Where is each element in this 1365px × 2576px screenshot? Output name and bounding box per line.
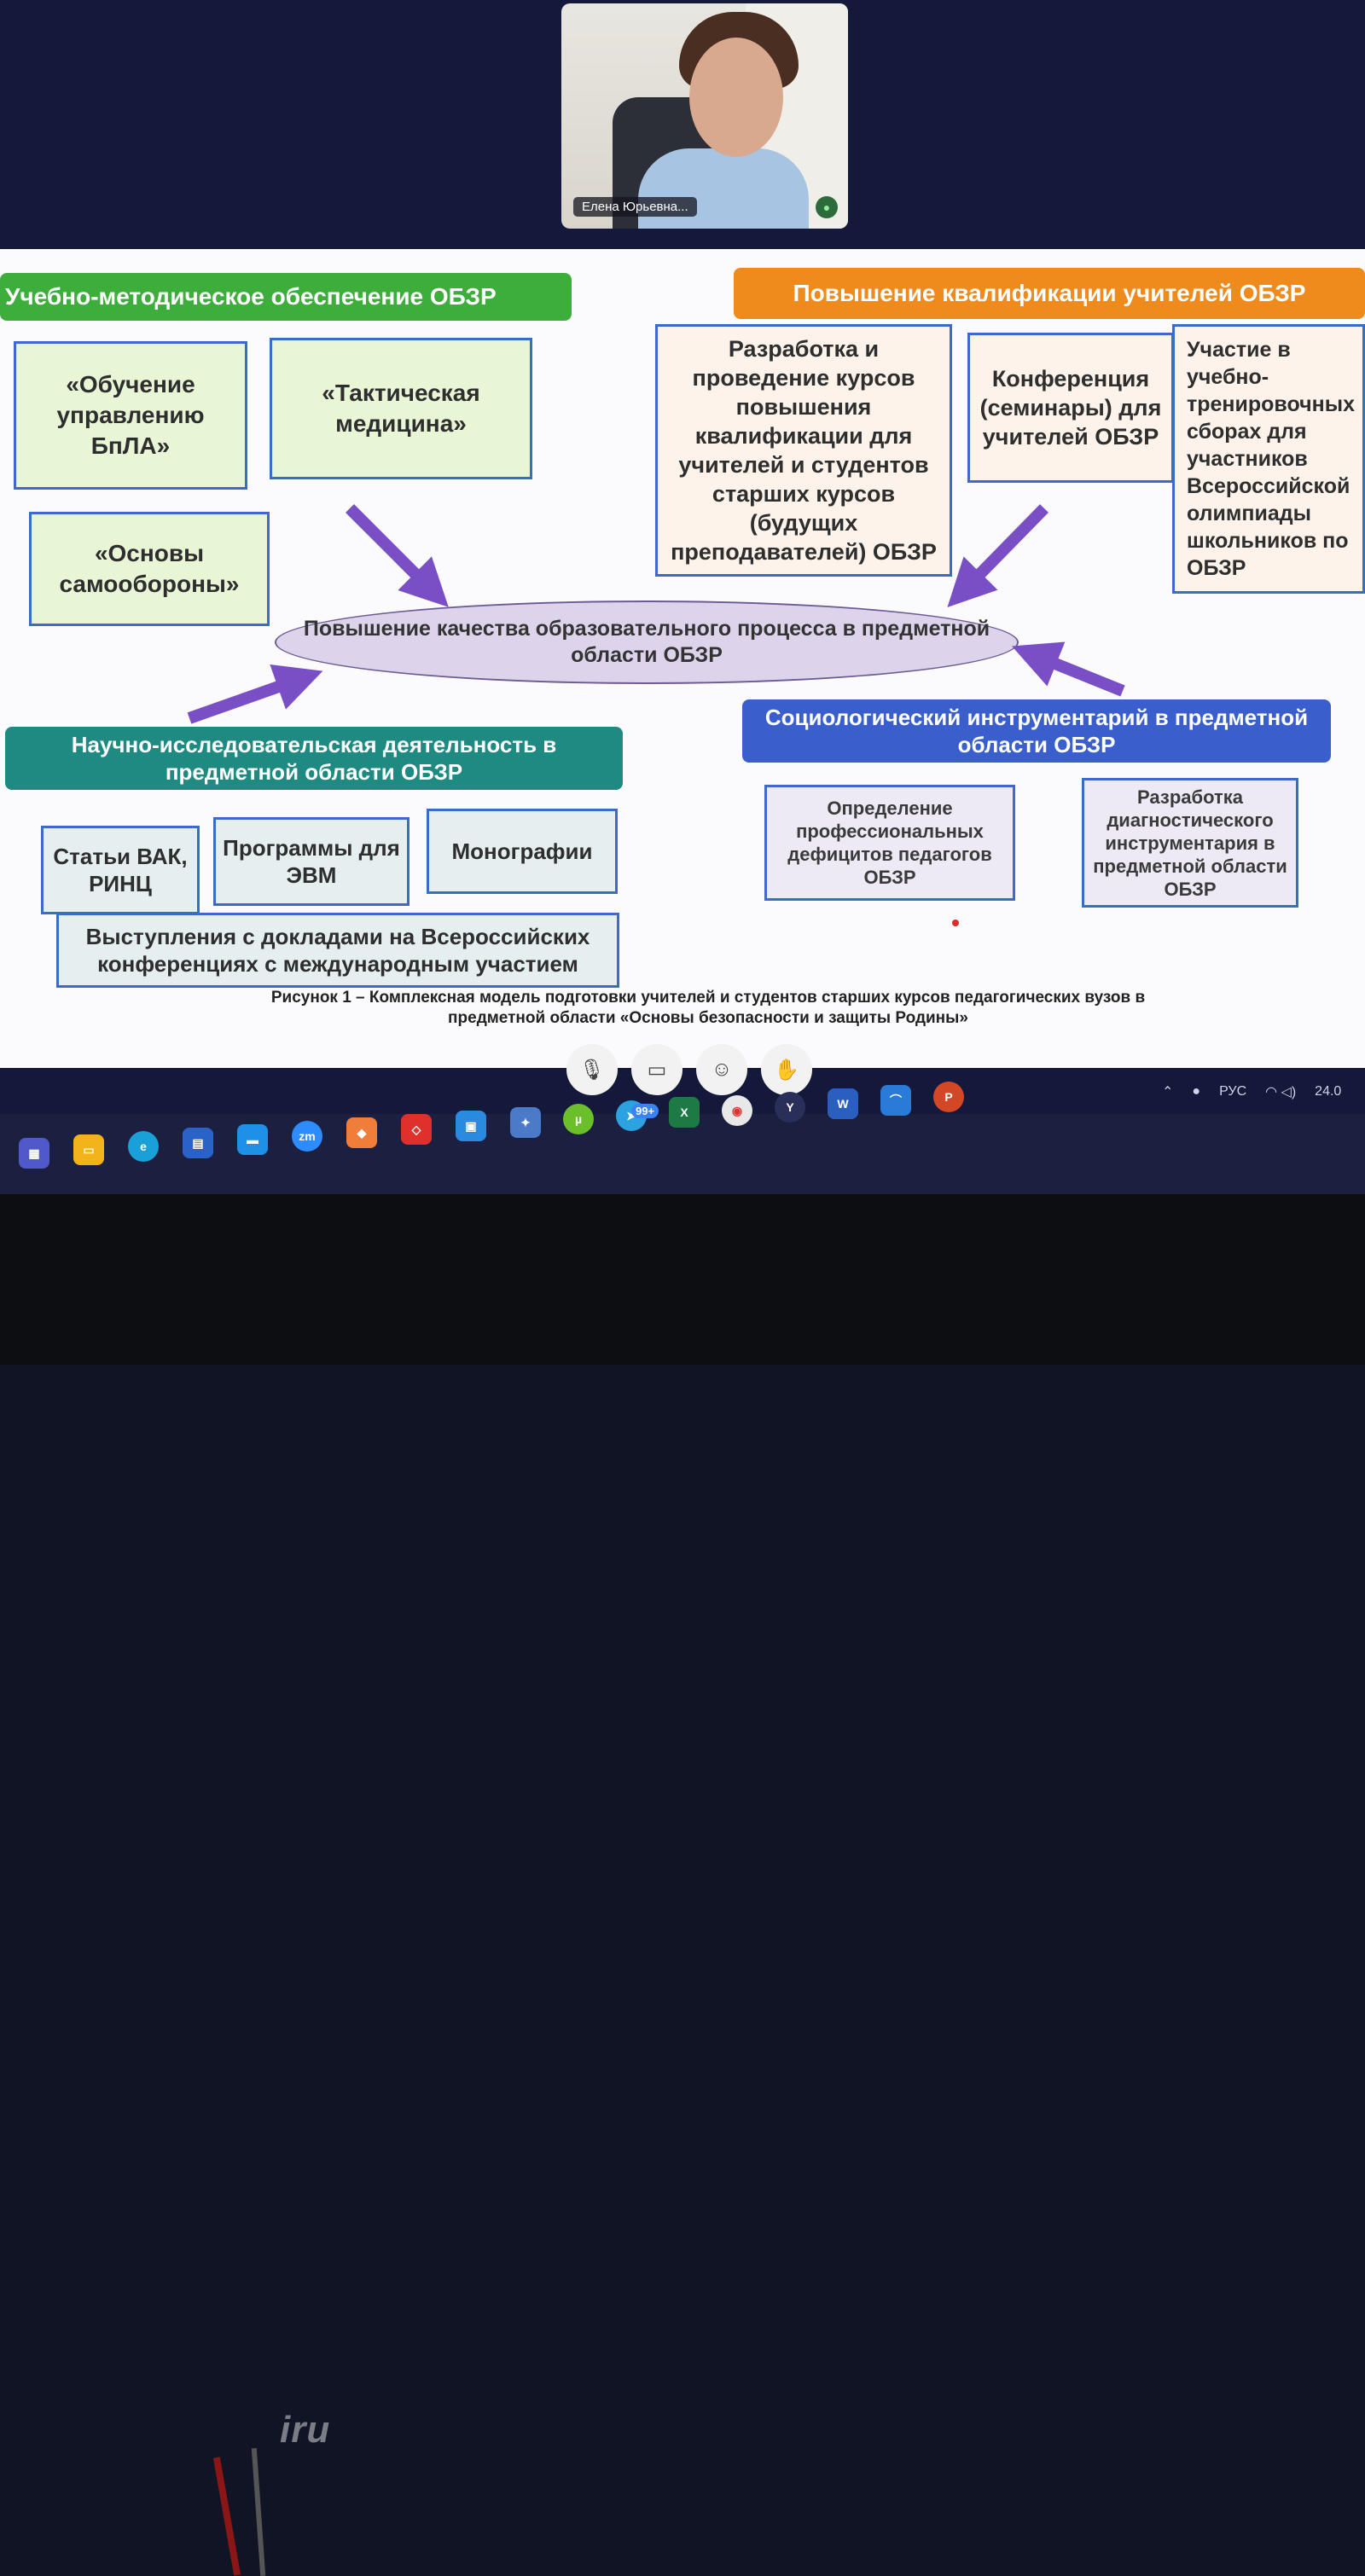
- research-box-talks: Выступления с докладами на Всероссийских…: [56, 913, 619, 988]
- arrow-right-top: [947, 504, 1049, 608]
- wifi-sound-icon[interactable]: ◠ ◁): [1265, 1085, 1297, 1099]
- course-box-uav: «Обучение управлению БпЛА»: [14, 341, 247, 490]
- notification-badge: 99+: [631, 1104, 659, 1118]
- sociology-box-diagnostics: Разработка диагностического инструментар…: [1082, 778, 1298, 908]
- language-indicator[interactable]: РУС: [1219, 1084, 1247, 1099]
- participant-face: [689, 38, 783, 157]
- qualification-box-conference: Конференция (семинары) для учителей ОБЗР: [967, 333, 1174, 483]
- word-icon[interactable]: W: [828, 1088, 858, 1119]
- course-box-self-defense: «Основы самообороны»: [29, 512, 270, 626]
- shared-slide: Учебно-методическое обеспечение ОБЗР Пов…: [0, 249, 1365, 1068]
- research-box-programs: Программы для ЭВМ: [213, 817, 410, 906]
- excel-icon[interactable]: X: [669, 1097, 700, 1128]
- emoji-icon[interactable]: ☺: [696, 1044, 747, 1095]
- monitor-bezel: iru: [0, 1194, 1365, 2576]
- yandex-browser-icon[interactable]: Y: [775, 1092, 805, 1123]
- zoom-icon[interactable]: zm: [292, 1121, 322, 1152]
- participant-name: Елена Юрьевна...: [573, 197, 697, 217]
- system-tray: ⌃ ● РУС ◠ ◁) 24.0: [1162, 1083, 1341, 1100]
- research-box-monographs: Монографии: [427, 809, 618, 894]
- arrow-left-top: [346, 504, 449, 607]
- laser-pointer-dot: [952, 920, 959, 926]
- photos-icon[interactable]: ✦: [510, 1107, 541, 1138]
- research-header: Научно-исследовательская деятельность в …: [5, 727, 623, 790]
- camera-off-icon[interactable]: ▭: [631, 1044, 682, 1095]
- arrow-left-bottom: [187, 664, 323, 724]
- right-header: Повышение квалификации учителей ОБЗР: [734, 268, 1365, 319]
- edge-icon[interactable]: e: [128, 1131, 159, 1162]
- utorrent-icon[interactable]: µ: [563, 1104, 594, 1134]
- monitor-app-icon[interactable]: ▬: [237, 1124, 268, 1155]
- gray-cable: [251, 2447, 266, 2576]
- figure-caption: Рисунок 1 – Комплексная модель подготовк…: [270, 989, 1146, 1027]
- red-cable: [212, 2457, 241, 2576]
- arrow-right-bottom: [1012, 641, 1125, 697]
- taskbar: ▦ ▭ e ▤ ▬ zm ◆ ◇ ▣ ✦ µ ➤ X ◉ Y W ⌒ P: [0, 1082, 1365, 1194]
- sociology-box-deficits: Определение профессиональных дефицитов п…: [764, 785, 1015, 901]
- mic-on-icon: ●: [816, 196, 838, 218]
- chevron-up-icon[interactable]: ⌃: [1162, 1085, 1174, 1099]
- file-explorer-icon[interactable]: ▭: [73, 1134, 104, 1165]
- qualification-box-courses: Разработка и проведение курсов повышения…: [655, 324, 952, 577]
- participant-video-tile[interactable]: Елена Юрьевна... ●: [561, 3, 848, 229]
- center-goal-ellipse: Повышение качества образовательного проц…: [275, 600, 1019, 684]
- anydesk-icon[interactable]: ◇: [401, 1114, 432, 1145]
- app-blue-icon[interactable]: ⌒: [880, 1085, 911, 1116]
- qualification-box-olympiad: Участие в учебно-тренировочных сборах дл…: [1172, 324, 1365, 594]
- left-header: Учебно-методическое обеспечение ОБЗР: [0, 273, 572, 321]
- mic-off-icon[interactable]: 🎙: [566, 1044, 618, 1095]
- powerpoint-icon[interactable]: P: [933, 1082, 964, 1112]
- monitor-brand-logo: iru: [280, 2409, 331, 2451]
- chrome-icon[interactable]: ◉: [722, 1095, 752, 1126]
- course-box-tactical-medicine: «Тактическая медицина»: [270, 338, 532, 479]
- arrows-layer: [187, 504, 1125, 724]
- meeting-controls: 🎙 ▭ ☺ ✋: [566, 1044, 812, 1095]
- monitor-screen: Елена Юрьевна... ● Учебно-методическое о…: [0, 0, 1365, 1194]
- teams-icon[interactable]: ▦: [19, 1138, 49, 1169]
- sociology-header: Социологический инструментарий в предмет…: [742, 699, 1331, 763]
- raise-hand-icon[interactable]: ✋: [761, 1044, 812, 1095]
- clock[interactable]: 24.0: [1315, 1084, 1342, 1099]
- microphone-icon[interactable]: ●: [1192, 1084, 1201, 1099]
- app-orange-icon[interactable]: ◆: [346, 1117, 377, 1148]
- store-icon[interactable]: ▤: [183, 1128, 213, 1158]
- camera-app-icon[interactable]: ▣: [456, 1111, 486, 1141]
